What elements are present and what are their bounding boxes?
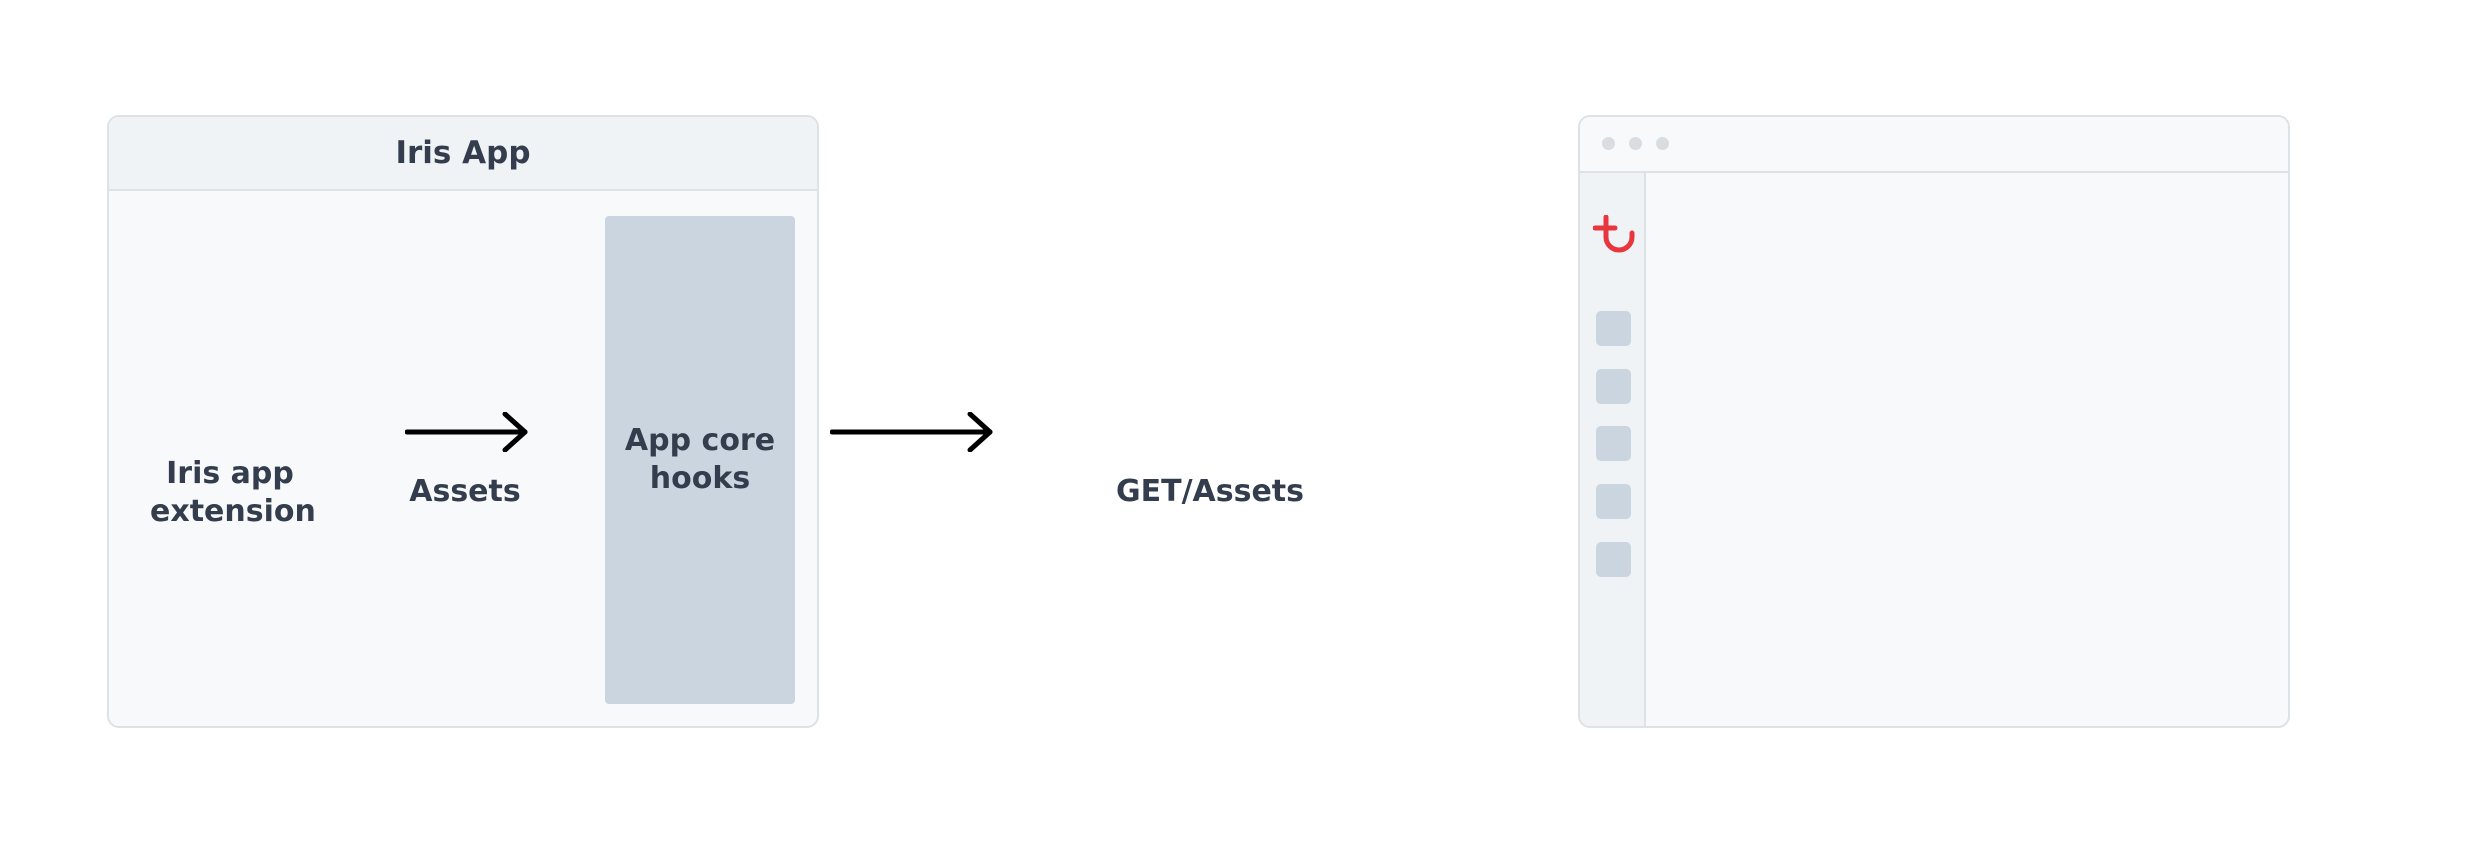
app-core-hooks-block: App core hooks: [605, 216, 795, 704]
app-core-hooks-label: App core hooks: [624, 423, 776, 496]
sidebar-item[interactable]: [1596, 426, 1631, 461]
sidebar-item[interactable]: [1596, 542, 1631, 577]
window-titlebar: [1580, 117, 2288, 173]
window-dot-icon: [1629, 137, 1642, 150]
assets-arrow-icon: [405, 412, 528, 452]
window-dot-icon: [1602, 137, 1615, 150]
app-sidebar: [1580, 173, 1646, 726]
app-window: [1578, 115, 2290, 728]
assets-label: Assets: [409, 474, 521, 509]
brand-logo-icon: [1593, 215, 1635, 253]
iris-app-extension-label: Iris app extension: [150, 456, 316, 529]
iris-app-header: Iris App: [109, 117, 817, 191]
sidebar-item[interactable]: [1596, 311, 1631, 346]
iris-app-box: Iris App App core hooks: [107, 115, 819, 728]
sidebar-item[interactable]: [1596, 369, 1631, 404]
get-assets-label: GET/Assets: [1115, 474, 1304, 509]
get-assets-arrow-icon: [830, 412, 993, 452]
window-dot-icon: [1656, 137, 1669, 150]
sidebar-item[interactable]: [1596, 484, 1631, 519]
iris-app-title: Iris App: [395, 135, 531, 171]
